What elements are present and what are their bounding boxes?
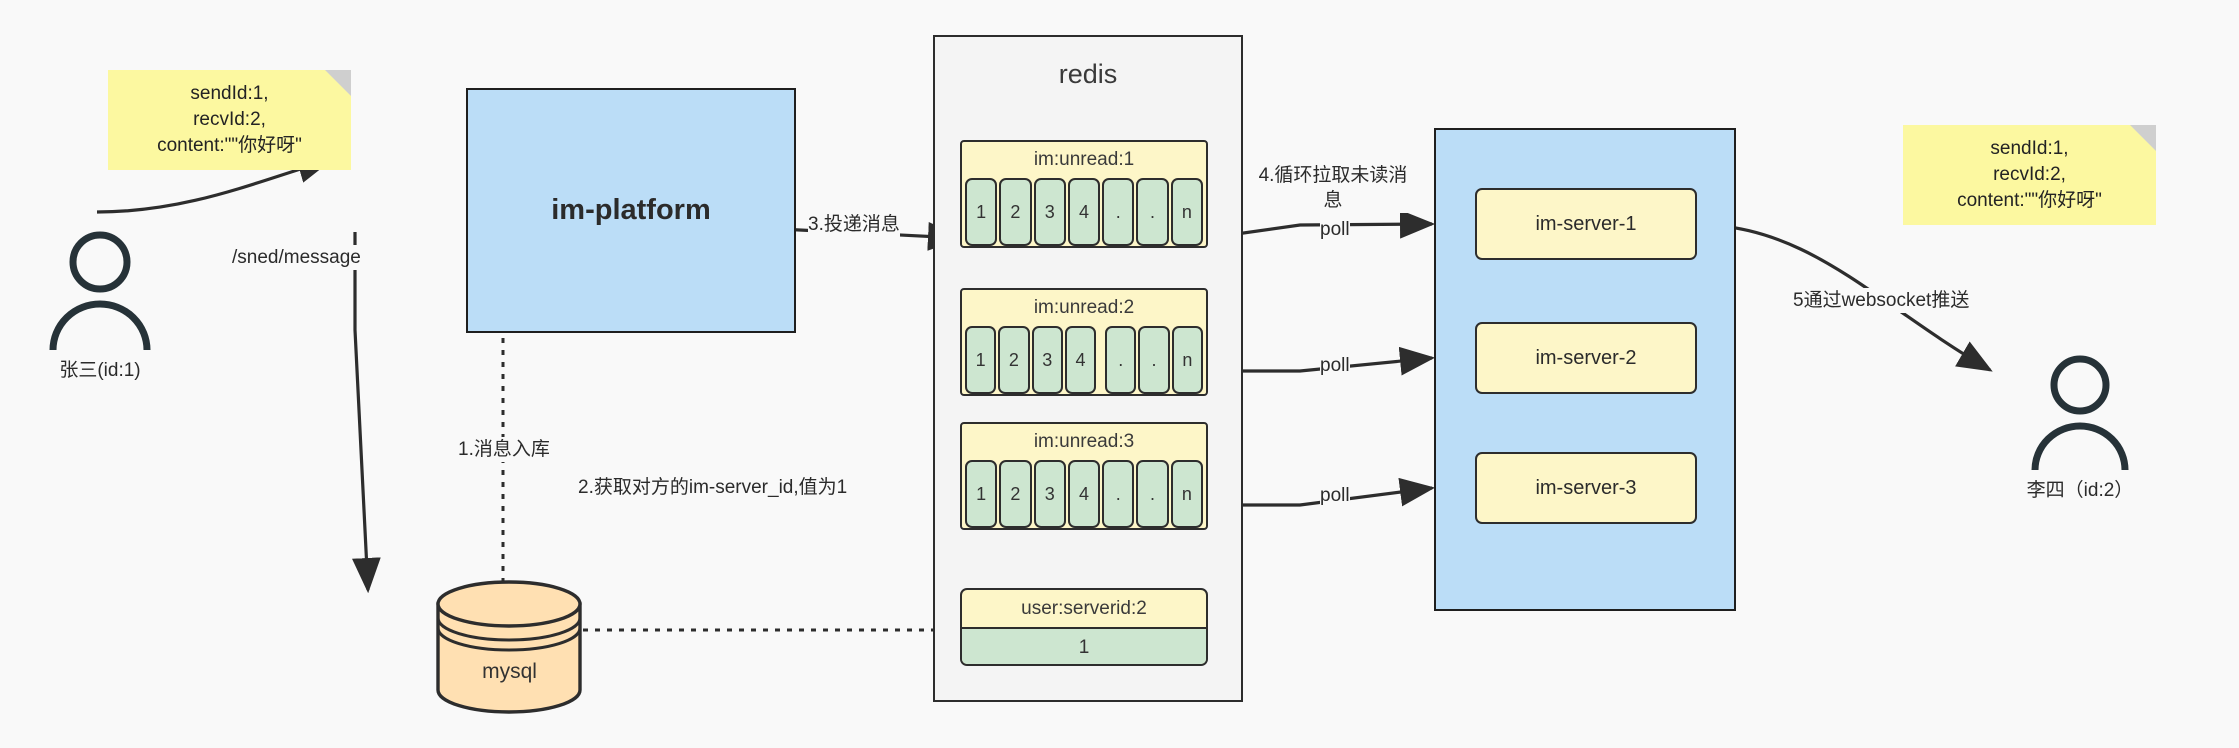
label-step5: 5通过websocket推送 xyxy=(1793,288,1970,313)
right-message-note: sendId:1, recvId:2, content:""你好呀" xyxy=(1903,125,2156,225)
redis-key-group-1[interactable]: im:unread:2 1 2 3 4 . . n xyxy=(960,288,1208,396)
redis-cell[interactable]: . xyxy=(1102,460,1135,528)
note-fold-icon xyxy=(325,70,351,96)
edge-platform-to-mysql xyxy=(352,232,381,594)
im-server-2-label: im-server-2 xyxy=(1535,346,1637,369)
im-platform-node[interactable]: im-platform xyxy=(466,88,796,333)
redis-cell[interactable]: n xyxy=(1171,326,1203,394)
im-platform-label: im-platform xyxy=(551,194,711,226)
redis-kv-key: user:serverid:2 xyxy=(1021,598,1147,619)
label-step4: 4.循环拉取未读消 息 xyxy=(1258,163,1408,213)
redis-kv-box[interactable]: user:serverid:2 1 xyxy=(960,588,1208,666)
redis-cell[interactable]: 4 xyxy=(1064,326,1097,394)
redis-cell[interactable]: n xyxy=(1170,178,1203,246)
redis-cell[interactable]: 4 xyxy=(1067,460,1101,528)
redis-key-group-0[interactable]: im:unread:1 1 2 3 4 . . n xyxy=(960,140,1208,248)
redis-cell[interactable]: . xyxy=(1138,326,1170,394)
redis-kv-value: 1 xyxy=(962,627,1206,664)
redis-key-label-0: im:unread:1 xyxy=(1033,149,1135,170)
redis-key-label-1: im:unread:2 xyxy=(1033,297,1135,318)
redis-cell[interactable]: 3 xyxy=(1033,460,1066,528)
redis-cell[interactable]: n xyxy=(1170,460,1203,528)
im-server-1-label: im-server-1 xyxy=(1535,212,1637,235)
redis-key-label-2: im:unread:3 xyxy=(1033,431,1135,452)
redis-cell[interactable]: 2 xyxy=(998,326,1030,394)
redis-cell[interactable]: . xyxy=(1136,178,1169,246)
right-note-text: sendId:1, recvId:2, content:""你好呀" xyxy=(1957,138,2102,211)
label-step1: 1.消息入库 xyxy=(458,437,550,462)
label-poll-2: poll xyxy=(1320,353,1350,378)
redis-cell[interactable]: . xyxy=(1136,460,1169,528)
redis-cell-row-0: 1 2 3 4 . . n xyxy=(962,178,1206,246)
redis-cell[interactable]: 1 xyxy=(965,326,997,394)
left-message-note: sendId:1, recvId:2, content:""你好呀" xyxy=(108,70,351,170)
redis-key-group-2[interactable]: im:unread:3 1 2 3 4 . . n xyxy=(960,422,1208,530)
label-send-message: /sned/message xyxy=(232,245,361,270)
redis-cell[interactable]: 1 xyxy=(965,178,998,246)
actor-person-icon xyxy=(2031,355,2129,471)
mysql-database xyxy=(432,578,587,718)
redis-cell[interactable]: . xyxy=(1105,326,1137,394)
redis-cell[interactable]: 2 xyxy=(999,178,1032,246)
sender-actor-label: 张三(id:1) xyxy=(59,360,141,381)
redis-title: redis xyxy=(1058,59,1118,89)
actor-person-icon xyxy=(49,231,151,351)
sender-actor xyxy=(10,230,190,351)
im-server-3-node[interactable]: im-server-3 xyxy=(1475,452,1697,524)
label-step3: 3.投递消息 xyxy=(808,212,900,237)
redis-cell[interactable]: 2 xyxy=(999,460,1032,528)
receiver-actor xyxy=(1990,355,2170,471)
redis-cell[interactable]: 3 xyxy=(1033,178,1066,246)
left-note-text: sendId:1, recvId:2, content:""你好呀" xyxy=(157,83,302,156)
redis-cell-row-1: 1 2 3 4 . . n xyxy=(962,326,1206,394)
redis-cell-row-2: 1 2 3 4 . . n xyxy=(962,460,1206,528)
receiver-actor-label: 李四（id:2） xyxy=(2026,480,2134,501)
label-step2: 2.获取对方的im-server_id,值为1 xyxy=(578,475,848,500)
redis-cell[interactable]: 1 xyxy=(965,460,998,528)
label-poll-3: poll xyxy=(1320,483,1350,508)
im-server-1-node[interactable]: im-server-1 xyxy=(1475,188,1697,260)
database-cylinder-icon xyxy=(436,580,582,714)
im-server-2-node[interactable]: im-server-2 xyxy=(1475,322,1697,394)
redis-cell[interactable]: . xyxy=(1102,178,1135,246)
note-fold-icon xyxy=(2130,125,2156,151)
mysql-label: mysql xyxy=(482,660,537,683)
im-server-3-label: im-server-3 xyxy=(1535,476,1637,499)
redis-cell[interactable]: 4 xyxy=(1067,178,1101,246)
redis-cell[interactable]: 3 xyxy=(1031,326,1063,394)
label-poll-1: poll xyxy=(1320,217,1350,242)
